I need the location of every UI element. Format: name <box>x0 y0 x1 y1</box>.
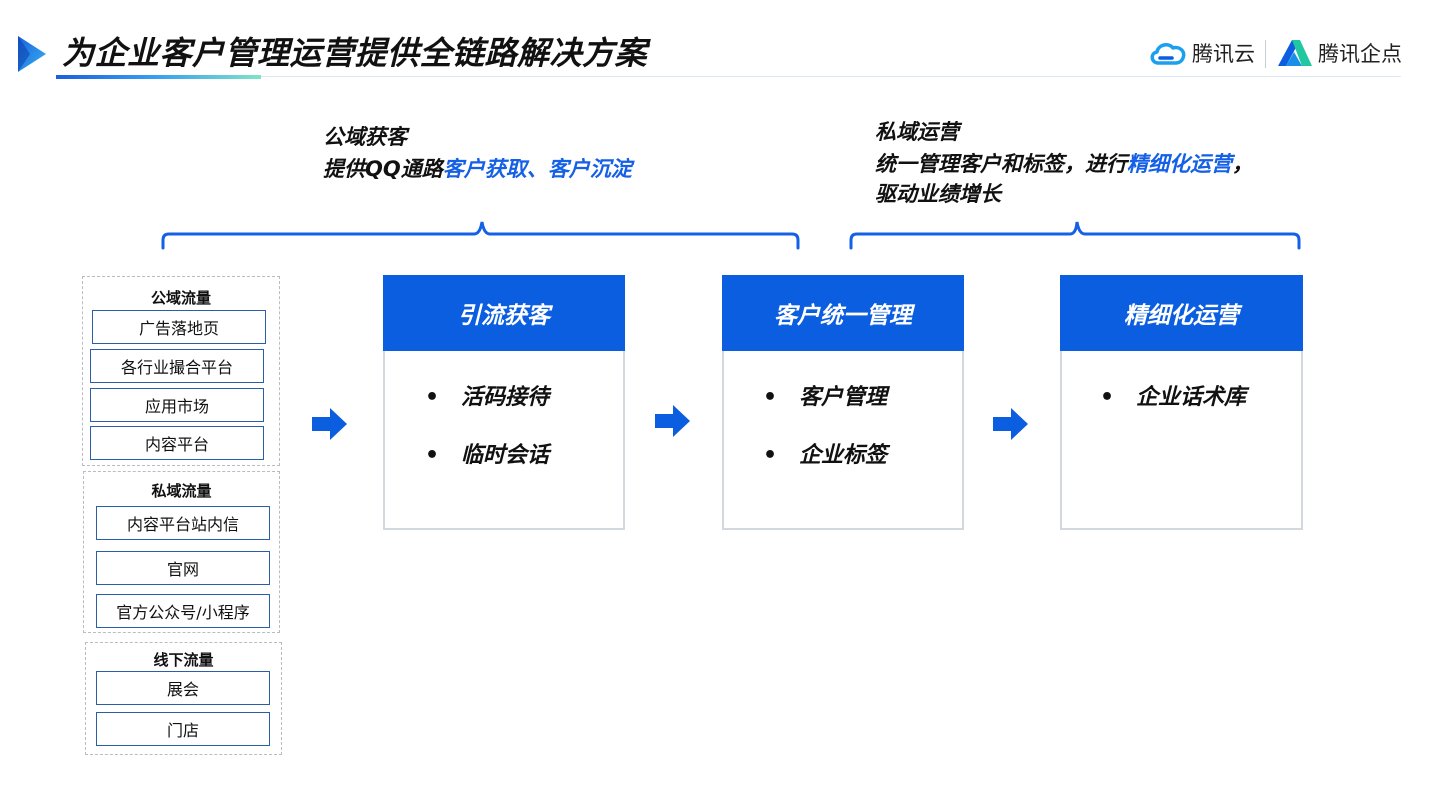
tencent-cloud-text: 腾讯云 <box>1192 42 1255 66</box>
public-caption-heading: 公域获客 <box>323 125 407 149</box>
flow-arrow-icon <box>993 408 1028 440</box>
title-play-icon <box>18 36 46 72</box>
source-item: 门店 <box>96 712 270 746</box>
stage-refined-operation: 精细化运营 •企业话术库 <box>1060 275 1303 530</box>
source-item: 内容平台 <box>90 426 264 460</box>
source-group-public: 公域流量 广告落地页 各行业撮合平台 应用市场 内容平台 <box>82 276 280 466</box>
private-caption-line1: 统一管理客户和标签，进行精细化运营， <box>875 148 1253 178</box>
source-group-label: 公域流量 <box>150 289 211 307</box>
tencent-qidian-text: 腾讯企点 <box>1318 42 1402 66</box>
title-divider <box>261 76 1401 77</box>
public-caption-highlight: 客户获取、客户沉淀 <box>442 157 632 181</box>
stage-bullet: •客户管理 <box>763 385 888 410</box>
stage-bullet: •企业话术库 <box>1100 385 1247 410</box>
source-item: 官网 <box>96 551 270 585</box>
stage-bullet: •活码接待 <box>425 385 550 410</box>
flow-arrow-icon <box>655 405 690 437</box>
flow-arrow-icon <box>312 408 347 440</box>
private-caption-heading: 私域运营 <box>875 120 959 144</box>
stage-bullet-text: 临时会话 <box>461 443 550 468</box>
stage-bullet-text: 企业话术库 <box>1136 385 1247 410</box>
source-item: 各行业撮合平台 <box>90 349 264 383</box>
tencent-qidian-icon <box>1278 40 1312 66</box>
private-bracket <box>849 221 1301 250</box>
source-group-offline: 线下流量 展会 门店 <box>85 642 282 755</box>
source-item: 展会 <box>96 671 270 705</box>
stage-bullet-text: 企业标签 <box>799 443 888 468</box>
stage-title: 引流获客 <box>383 275 625 351</box>
stage-customer-management: 客户统一管理 •客户管理 •企业标签 <box>722 275 964 530</box>
title-underline <box>56 75 261 79</box>
source-item: 应用市场 <box>90 388 264 422</box>
source-item: 广告落地页 <box>92 310 266 344</box>
public-bracket <box>161 221 800 250</box>
source-item: 内容平台站内信 <box>96 506 270 540</box>
stage-bullet-text: 客户管理 <box>799 385 888 410</box>
logo-separator <box>1265 40 1266 68</box>
stage-title: 精细化运营 <box>1060 275 1303 351</box>
stage-bullet: •企业标签 <box>763 443 888 468</box>
private-caption-prefix: 统一管理客户和标签，进行 <box>875 152 1127 176</box>
tencent-cloud-logo: 腾讯云 <box>1148 36 1255 70</box>
source-group-label: 线下流量 <box>153 651 214 669</box>
private-caption-suffix: ， <box>1232 152 1253 176</box>
stage-bullet: •临时会话 <box>425 443 550 468</box>
source-group-label: 私域流量 <box>151 482 212 500</box>
public-caption: 公域获客 提供QQ通路客户获取、客户沉淀 <box>323 121 632 183</box>
tencent-cloud-icon <box>1150 43 1186 65</box>
source-item: 官方公众号/小程序 <box>96 594 270 628</box>
page-title: 为企业客户管理运营提供全链路解决方案 <box>62 34 648 72</box>
public-caption-line: 提供QQ通路客户获取、客户沉淀 <box>323 153 632 183</box>
source-group-private: 私域流量 内容平台站内信 官网 官方公众号/小程序 <box>83 471 280 633</box>
stage-bullet-text: 活码接待 <box>461 385 550 410</box>
stage-acquisition: 引流获客 •活码接待 •临时会话 <box>383 275 625 530</box>
tencent-qidian-logo: 腾讯企点 <box>1276 36 1402 70</box>
private-caption-line2: 驱动业绩增长 <box>875 182 1001 206</box>
private-caption: 私域运营 统一管理客户和标签，进行精细化运营， 驱动业绩增长 <box>875 116 1253 208</box>
public-caption-prefix: 提供QQ通路 <box>323 157 443 181</box>
private-caption-highlight: 精细化运营 <box>1127 152 1232 176</box>
stage-title: 客户统一管理 <box>722 275 964 351</box>
